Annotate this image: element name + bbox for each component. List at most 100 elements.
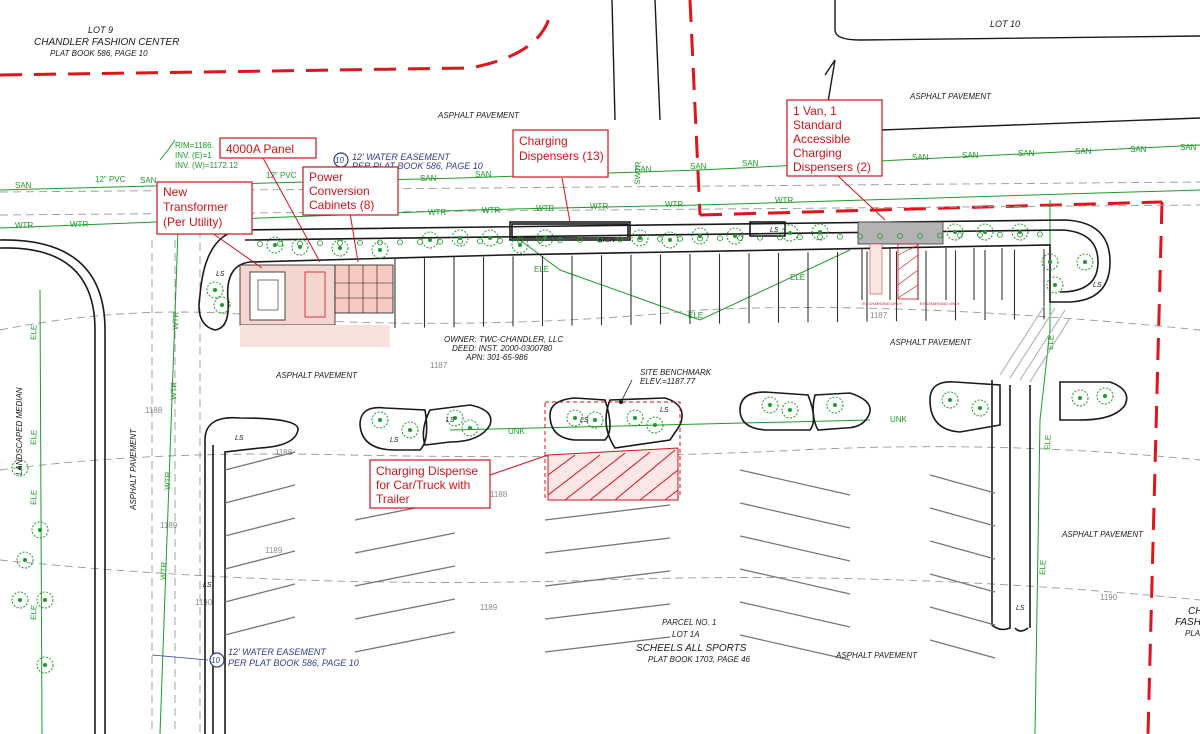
- tree-trunk: [543, 236, 547, 240]
- callout-accessible-line5: Dispensers (2): [793, 160, 871, 174]
- tree-trunk: [43, 663, 47, 667]
- tree-trunk: [948, 398, 952, 402]
- equipment-pad: [239, 264, 394, 347]
- contour-1189-c: 1189: [480, 603, 498, 612]
- tree-icon: [11, 459, 29, 477]
- shrub-icon: [937, 232, 943, 239]
- shrub-icon: [717, 235, 723, 242]
- water-easement-top: 12' WATER EASEMENT: [352, 152, 451, 162]
- ls-1: LS: [216, 271, 225, 278]
- callout-leaders: [204, 157, 886, 476]
- ele-vert-4: ELE: [29, 605, 39, 620]
- tree-icon: [536, 229, 554, 247]
- elev-label: ELEV.=1187.77: [640, 377, 696, 386]
- contour-1188-c: 1188: [490, 490, 508, 499]
- shrub-icon: [957, 232, 963, 239]
- tree-trunk: [768, 403, 772, 407]
- tree-icon: [401, 421, 419, 439]
- wtr-label-8: WTR: [775, 196, 793, 205]
- tree-trunk: [18, 466, 22, 470]
- tree-icon: [586, 411, 604, 429]
- easement-number-top: 10: [335, 156, 344, 165]
- ls-8: LS: [660, 407, 669, 414]
- tree-trunk: [23, 558, 27, 562]
- san-label-9: SAN: [912, 153, 929, 162]
- tree-icon: [1046, 276, 1064, 294]
- tree-icon: [1071, 389, 1089, 407]
- tree-trunk: [488, 236, 492, 240]
- tree-trunk: [788, 408, 792, 412]
- ls-10: LS: [1016, 605, 1025, 612]
- ele-vert-3: ELE: [29, 490, 39, 505]
- tree-icon: [11, 591, 29, 609]
- wtr-label-1: WTR: [70, 220, 88, 229]
- apn-label: APN: 301-65-986: [465, 353, 528, 362]
- asphalt-vertical: ASPHALT PAVEMENT: [129, 428, 138, 511]
- shrub-icon: [777, 234, 783, 241]
- tree-trunk: [1103, 394, 1107, 398]
- trailer-charging-area: [544, 401, 681, 501]
- easement-number-bottom: 10: [211, 656, 220, 665]
- san-label-14: SAN: [1180, 143, 1197, 152]
- san-label-10: SAN: [962, 151, 979, 160]
- callout-new-transformer-line2: Transformer: [163, 200, 228, 214]
- angled-stall-line: [739, 568, 851, 595]
- site-labels: LOT 9 CHANDLER FASHION CENTER PLAT BOOK …: [15, 19, 1200, 664]
- deed-label: DEED: INST. 2000-0300780: [452, 344, 553, 353]
- ele-label-2: ELE: [688, 311, 703, 320]
- shrub-icon: [837, 233, 843, 240]
- callout-accessible-line1: 1 Van, 1: [793, 104, 837, 118]
- callout-power-conversion: Power Conversion Cabinets (8): [302, 166, 399, 216]
- tree-trunk: [573, 416, 577, 420]
- angled-stall-line: [739, 469, 851, 496]
- angled-stall-line: [354, 631, 456, 653]
- callout-power-conversion-line3: Cabinets (8): [309, 198, 374, 212]
- tree-icon: [446, 409, 464, 427]
- shrub-icon: [457, 238, 463, 245]
- angled-stall-line: [739, 502, 851, 529]
- angled-stall-line: [544, 570, 671, 587]
- san-label-7: SAN: [690, 162, 707, 171]
- angled-stall-line: [354, 598, 456, 620]
- angled-stall-line: [354, 532, 456, 554]
- wtr-label-2: WTR: [15, 221, 33, 230]
- shrub-icon: [977, 232, 983, 238]
- ele-label-3: ELE: [790, 273, 805, 282]
- per-plat-bottom: PER PLAT BOOK 586, PAGE 10: [228, 658, 359, 668]
- water-easement-bottom: 12' WATER EASEMENT: [228, 647, 327, 657]
- ls-4: LS: [235, 435, 244, 442]
- tree-icon: [213, 296, 231, 314]
- shrub-icon: [757, 234, 763, 241]
- ele-vert-6: ELE: [1043, 435, 1053, 450]
- tree-trunk: [1048, 260, 1052, 264]
- tree-trunk: [220, 303, 224, 307]
- callout-new-transformer: New Transformer (Per Utility): [156, 181, 253, 235]
- ls-2: LS: [770, 227, 779, 234]
- tree-icon: [1041, 253, 1059, 271]
- callout-panel: 4000A Panel: [219, 137, 317, 159]
- shrub-icon: [597, 236, 603, 243]
- tree-icon: [16, 551, 34, 569]
- tree-trunk: [378, 248, 382, 252]
- wtr-label-7: WTR: [665, 200, 683, 209]
- tree-trunk: [378, 418, 382, 422]
- tree-icon: [761, 396, 779, 414]
- shrub-icon: [1017, 231, 1023, 238]
- angled-stall-line: [224, 517, 296, 537]
- ele-vert-2: ELE: [29, 430, 39, 445]
- pvc-label-1: 12" PVC: [95, 175, 126, 184]
- tree-icon: [451, 229, 469, 247]
- lot9-label: LOT 9: [88, 25, 113, 35]
- sign-label: SIGN: [598, 237, 616, 244]
- tree-icon: [36, 591, 54, 609]
- tree-trunk: [1083, 260, 1087, 264]
- tree-trunk: [213, 288, 217, 292]
- angled-stall-line: [544, 537, 671, 554]
- wtr-vert-1: WTR: [171, 311, 181, 330]
- tree-trunk: [983, 230, 987, 234]
- plat1703-label: PLAT BOOK 1703, PAGE 46: [648, 655, 751, 664]
- tree-trunk: [593, 418, 597, 422]
- shrub-icon: [297, 240, 303, 247]
- shrub-icon: [897, 233, 903, 239]
- shrub-icon: [997, 231, 1003, 238]
